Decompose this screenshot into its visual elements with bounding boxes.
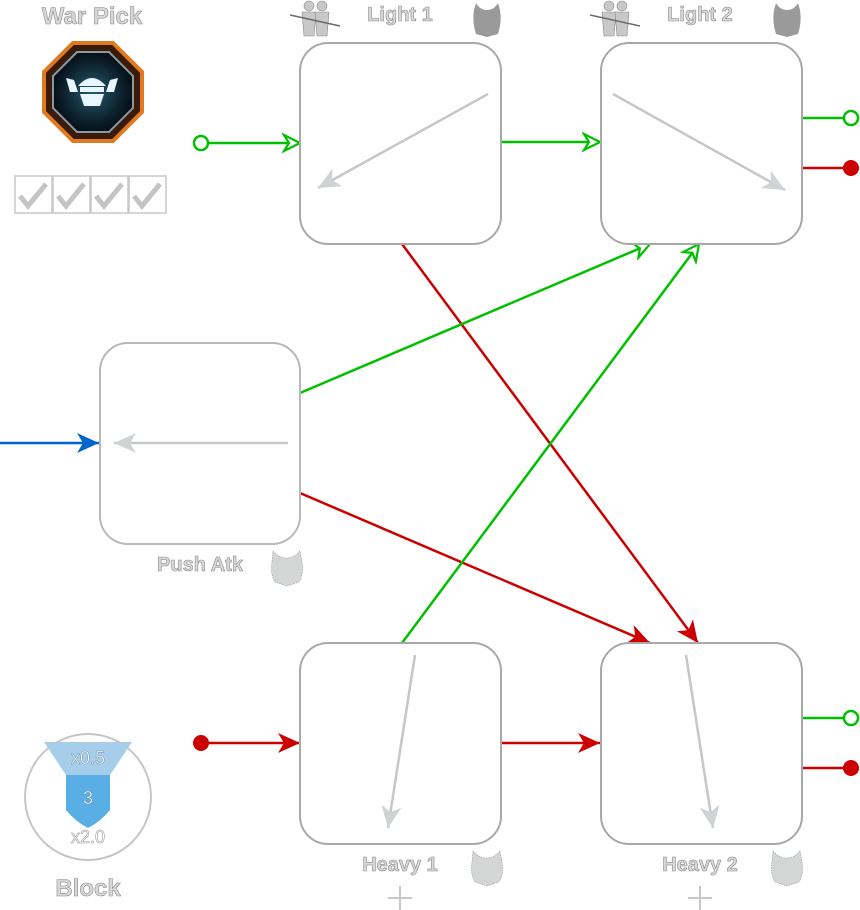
move-arrow-down-left	[317, 92, 489, 190]
block-indicator: x0.5 3 x2.0 Block	[24, 733, 152, 902]
check-box[interactable]	[52, 175, 91, 214]
light-output-node[interactable]	[842, 109, 860, 127]
check-icon	[18, 182, 48, 210]
check-box[interactable]	[14, 175, 53, 214]
node-heavy1[interactable]: Heavy 1	[299, 642, 503, 910]
check-box[interactable]	[90, 175, 129, 214]
node-label: Heavy 1	[362, 854, 438, 876]
armor-light-icon	[771, 850, 803, 887]
check-box[interactable]	[128, 175, 167, 214]
weapon-name: War Pick	[42, 3, 143, 30]
plus-icon	[688, 886, 712, 910]
armor-light-icon	[271, 550, 303, 587]
block-top-segment	[44, 742, 132, 775]
connection-heavy1-light2	[400, 244, 699, 644]
light-start-node[interactable]	[192, 134, 210, 152]
heavy-output-node[interactable]	[843, 760, 859, 776]
connection-push-light2	[299, 244, 650, 395]
node-label: Push Atk	[157, 554, 244, 576]
node-label: Light 1	[367, 4, 433, 26]
block-value: 3	[83, 788, 93, 808]
light-output-node[interactable]	[842, 709, 860, 727]
node-label: Light 2	[667, 4, 733, 26]
node-box[interactable]	[600, 642, 803, 845]
node-label: Heavy 2	[662, 854, 738, 876]
move-arrow-down	[381, 654, 417, 829]
heavy-start-node[interactable]	[193, 735, 209, 751]
move-arrow-down	[684, 654, 720, 829]
node-light1[interactable]: Light 1	[289, 0, 502, 245]
node-heavy2[interactable]: Heavy 2	[600, 642, 803, 910]
viking-helmet-icon[interactable]	[42, 41, 144, 143]
block-label: Block	[55, 875, 121, 902]
block-shield-segment	[66, 775, 110, 828]
move-arrow-down-right	[612, 92, 786, 192]
outputs	[801, 109, 860, 776]
dual-figures-icon	[589, 0, 641, 37]
connection-push-heavy2	[299, 491, 651, 645]
heavy2-outputs	[801, 709, 860, 776]
block-bottom-multiplier: x2.0	[71, 827, 105, 847]
plus-icon	[388, 886, 412, 910]
check-icon	[132, 182, 162, 210]
armor-light-icon	[471, 850, 503, 887]
armor-dark-icon	[773, 3, 801, 37]
check-icon	[94, 182, 124, 210]
weapon-panel: War Pick	[14, 3, 167, 214]
connections	[0, 134, 699, 753]
light2-outputs	[801, 109, 860, 176]
check-icon	[56, 182, 86, 210]
armor-dark-icon	[473, 3, 501, 37]
dual-figures-icon	[289, 0, 341, 37]
heavy-output-node[interactable]	[843, 160, 859, 176]
block-top-multiplier: x0.5	[71, 748, 105, 768]
node-push-attack[interactable]: Push Atk	[99, 342, 303, 587]
node-light2[interactable]: Light 2	[589, 0, 803, 245]
check-row	[14, 175, 167, 214]
